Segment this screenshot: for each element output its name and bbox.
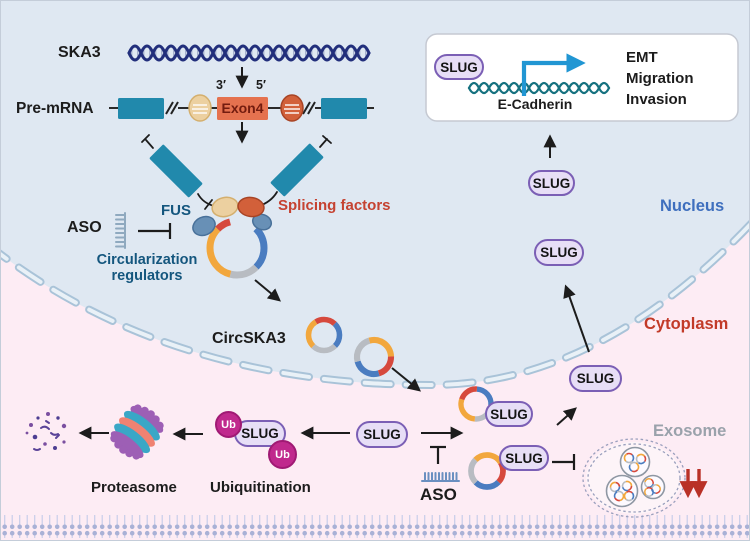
degraded-protein-fragments (25, 412, 67, 451)
dna-helix (127, 44, 371, 62)
plasma-membrane (1, 515, 749, 538)
exon4-box (217, 97, 268, 120)
fus-label: FUS (161, 202, 191, 219)
inhibition-aso-fus (138, 223, 172, 239)
cytoplasm-label: Cytoplasm (644, 315, 729, 333)
ubiquitination-label: Ubiquitination (210, 479, 311, 496)
flow-arrows (78, 67, 590, 441)
arrow-export-to-cytoplasm (391, 367, 422, 392)
circ-reg-line2: regulators (111, 267, 183, 284)
slug-protein-in-target-box: SLUG (434, 54, 484, 80)
aso-oligo-icon (115, 212, 126, 249)
gene-name-label: SKA3 (58, 44, 101, 61)
circska3-ring (309, 320, 398, 381)
fus-protein-icon (192, 213, 273, 237)
outcome-invasion-label: Invasion (626, 91, 687, 108)
arrow-complex-stabilized (556, 407, 577, 426)
splice-site-3-label: 3′ (216, 78, 226, 92)
transcription-start-arrow (521, 53, 586, 96)
downregulation-arrows (679, 469, 708, 499)
slug-protein-free: SLUG (356, 421, 408, 448)
ecadherin-dna-icon (467, 81, 611, 95)
aso-oligo-icon (421, 472, 460, 482)
exosome-vesicle (582, 438, 686, 518)
slug-protein-cytoplasm: SLUG (569, 365, 622, 392)
pre-mrna-label: Pre-mRNA (16, 100, 94, 117)
inhibition-exosome (552, 454, 576, 470)
circ-reg-line1: Circularization (96, 252, 198, 268)
aso-label-nucleus: ASO (67, 219, 102, 236)
exon4-label: Exon4 (221, 99, 264, 116)
aso-label-cytoplasm: ASO (420, 485, 457, 504)
pre-mrna-track (109, 94, 374, 122)
slug-protein-complex-2: SLUG (499, 445, 549, 471)
ubiquitin-badge-1: Ub (215, 411, 242, 438)
circularization-regulators-label: Circularization regulators (86, 252, 208, 285)
ubiquitin-badge-2: Ub (268, 440, 297, 469)
circska3-label: CircSKA3 (212, 330, 286, 347)
arrow-to-circska3 (254, 279, 281, 302)
splicing-factor-icon (211, 196, 265, 218)
ecadherin-label: E-Cadherin (497, 96, 573, 112)
exosome-label: Exosome (653, 422, 727, 440)
circularization-complex (141, 134, 332, 279)
intron-break-icon (164, 99, 316, 117)
outcome-emt-label: EMT (626, 49, 658, 66)
splicing-factor-icon (188, 94, 304, 122)
inhibition-aso-binding (430, 445, 446, 464)
proteasome-icon (110, 404, 164, 460)
nucleus-label: Nucleus (660, 197, 725, 215)
slug-protein-nucleus-lower: SLUG (534, 239, 584, 266)
splice-site-5-label: 5′ (256, 78, 266, 92)
proteasome-label: Proteasome (91, 479, 177, 496)
slug-protein-complex-1: SLUG (485, 401, 533, 427)
outcome-migration-label: Migration (626, 70, 694, 87)
target-gene-box (425, 33, 739, 122)
slug-protein-nucleus-upper: SLUG (528, 170, 575, 196)
arrow-nuclear-import (563, 284, 590, 353)
splicing-factors-label: Splicing factors (278, 197, 391, 214)
